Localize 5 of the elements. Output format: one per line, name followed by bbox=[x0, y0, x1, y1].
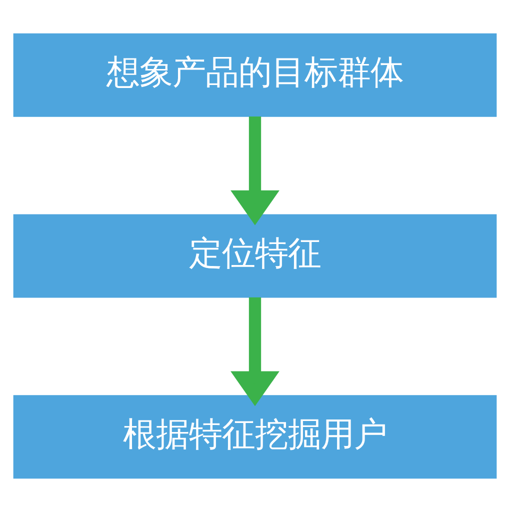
arrow bbox=[230, 296, 280, 406]
arrow bbox=[230, 116, 280, 225]
node-box: 想象产品的目标群体 bbox=[13, 32, 497, 116]
node-box: 定位特征 bbox=[13, 214, 497, 298]
node-box: 根据特征挖掘用户 bbox=[13, 394, 497, 478]
